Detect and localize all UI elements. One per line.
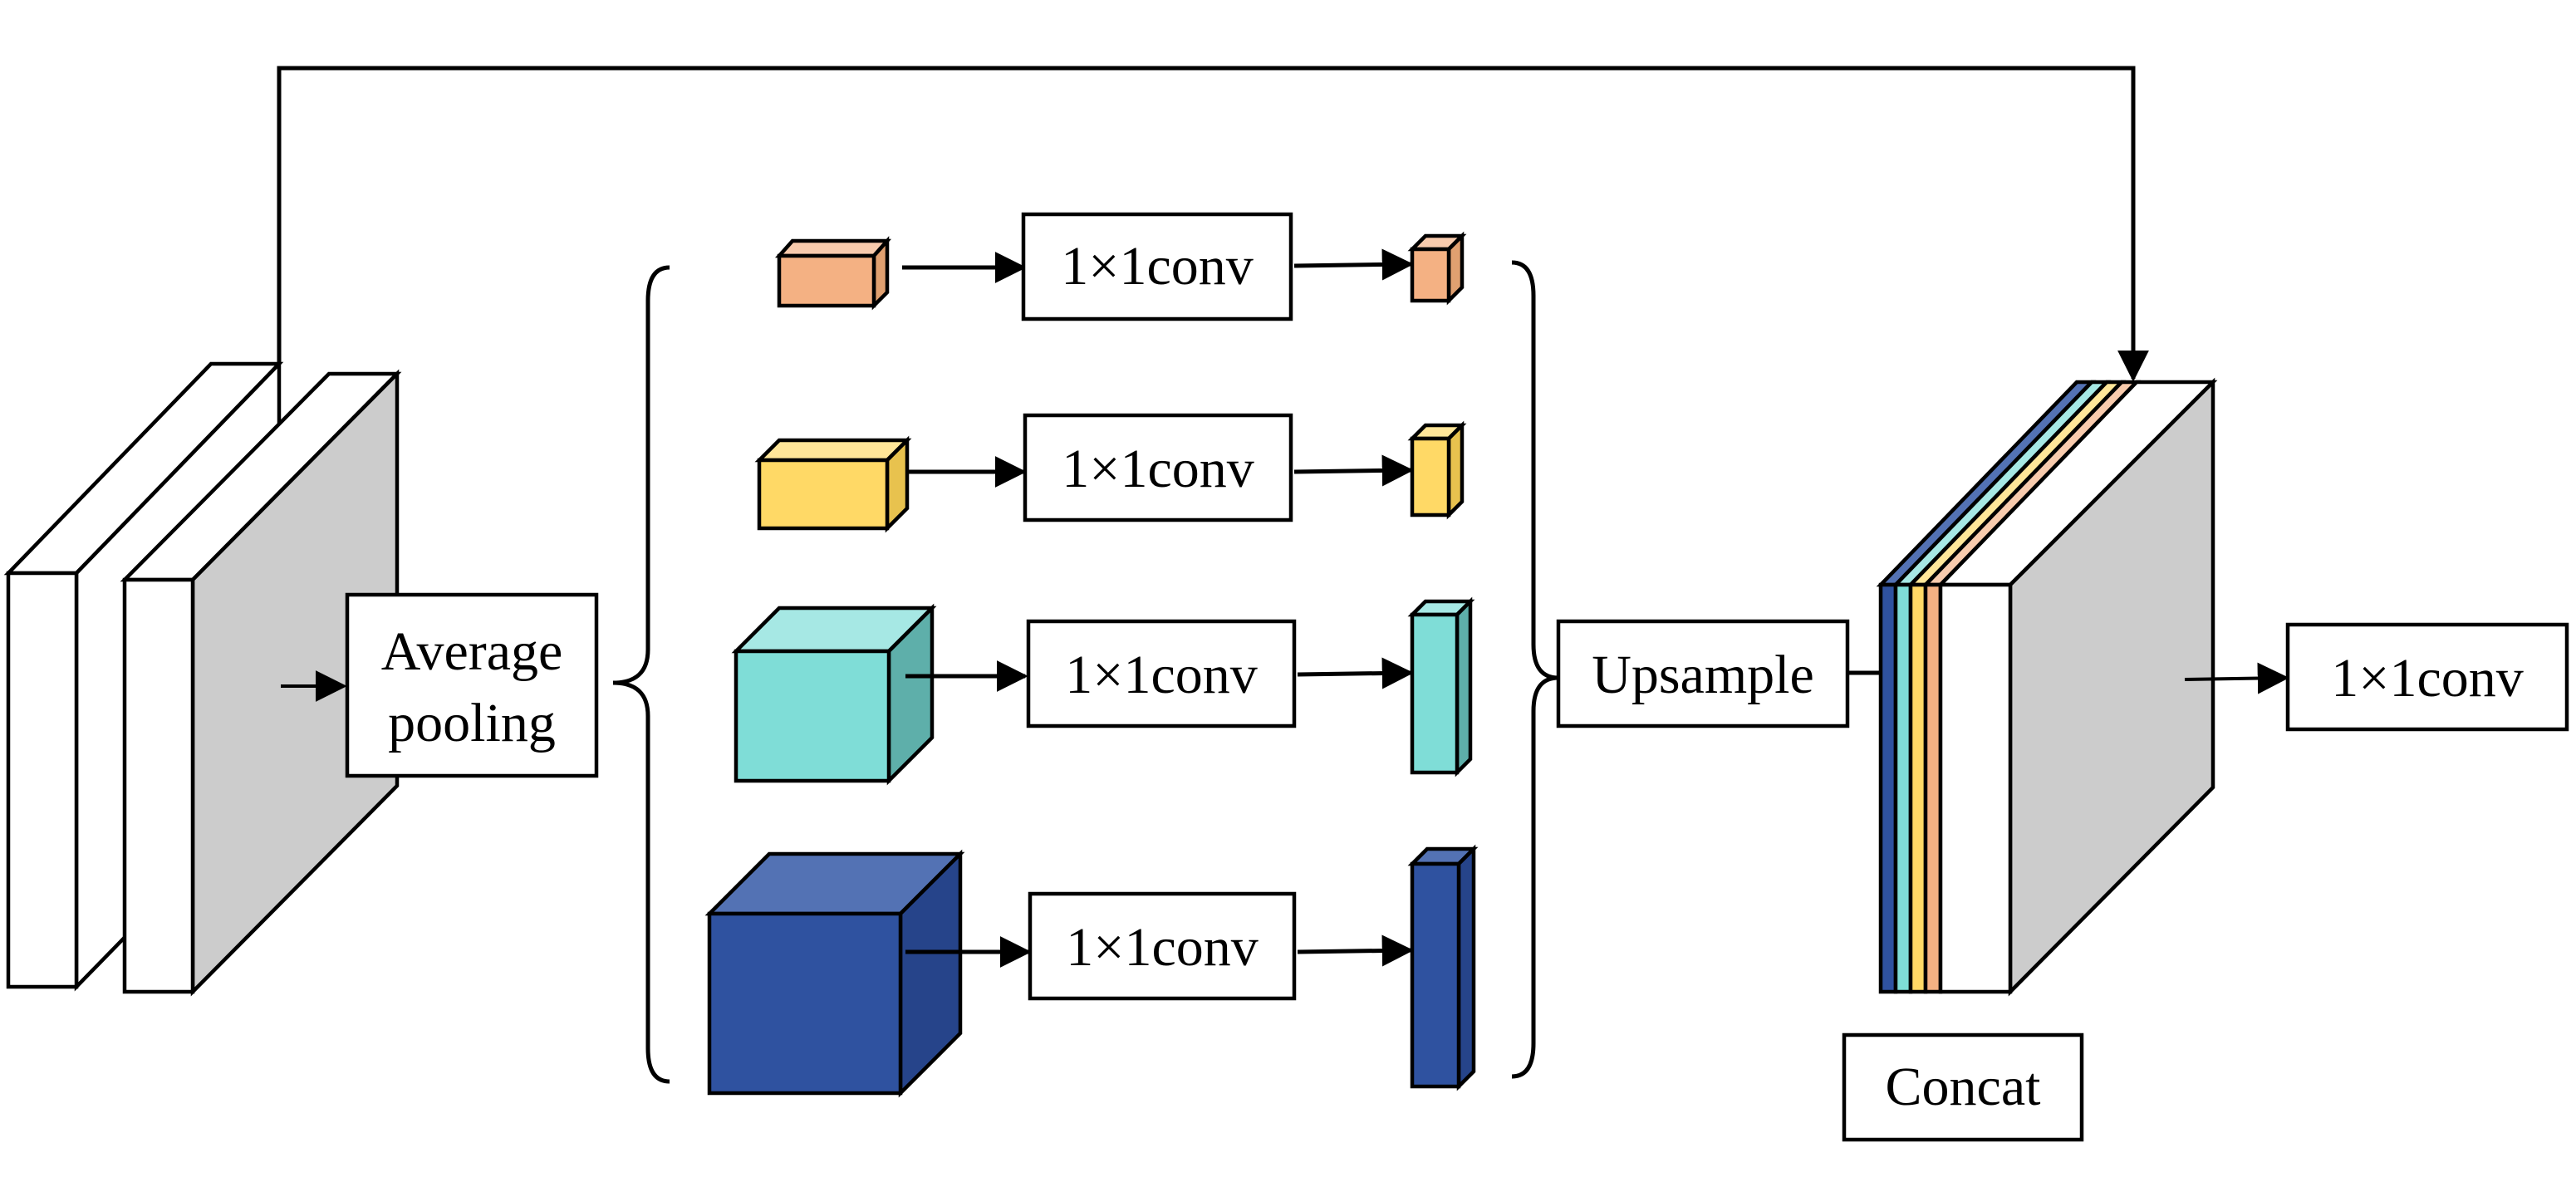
branch-4-input-block (704, 849, 965, 1098)
concat-feature-map (1876, 377, 2218, 997)
average-pooling-box: Average pooling (345, 592, 599, 778)
branch-3-conv-label: 1×1conv (1065, 645, 1258, 705)
branch-3-output-block (1407, 596, 1475, 777)
final-conv-box: 1×1conv (2285, 622, 2569, 732)
pooling-label-line2: pooling (388, 693, 556, 753)
branch-3-arrow-out (1297, 657, 1414, 689)
branch-4-arrow-out (1297, 934, 1414, 967)
pooling-label-line1: Average (381, 621, 563, 682)
branch-4-conv-box: 1×1conv (1028, 891, 1297, 1001)
branch-3-conv-box: 1×1conv (1026, 619, 1297, 728)
branch-1-output-block (1407, 231, 1467, 306)
concat-label: Concat (1886, 1057, 2041, 1117)
branch-3-input-block (731, 603, 937, 786)
branch-4-conv-label: 1×1conv (1066, 917, 1259, 978)
right-brace (1511, 260, 1559, 1079)
branch-2-output-block (1407, 420, 1467, 520)
concat-label-box: Concat (1842, 1032, 2084, 1142)
upsample-box: Upsample (1556, 619, 1850, 728)
final-conv-label: 1×1conv (2331, 648, 2524, 709)
input-feature-map-front (120, 369, 402, 997)
skip-connection-arrow (277, 66, 2149, 382)
branch-1-input-block (774, 236, 892, 311)
branch-2-conv-box: 1×1conv (1023, 413, 1293, 522)
branch-1-arrow-out (1293, 248, 1414, 281)
upsample-label: Upsample (1592, 645, 1814, 705)
branch-4-output-block (1407, 844, 1479, 1091)
branch-2-arrow-out (1293, 454, 1414, 487)
concat-to-final-conv-arrow (2184, 662, 2289, 694)
branch-2-conv-label: 1×1conv (1062, 439, 1254, 499)
branch-1-conv-label: 1×1conv (1061, 236, 1254, 297)
branch-1-conv-box: 1×1conv (1021, 212, 1293, 321)
branch-2-input-block (754, 435, 912, 533)
left-brace (612, 265, 670, 1084)
